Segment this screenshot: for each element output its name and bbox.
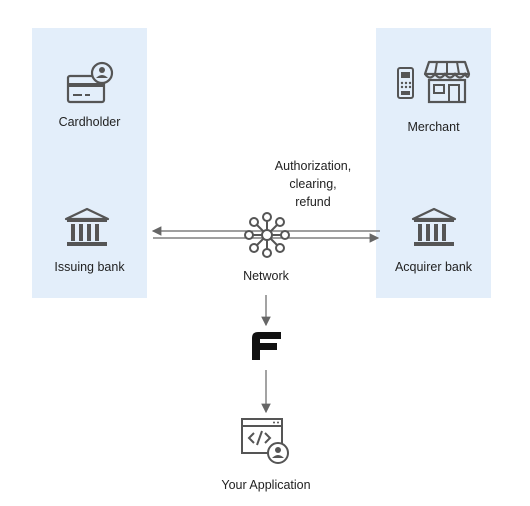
card-terminal-icon (397, 67, 414, 99)
network-label: Network (243, 269, 289, 283)
network-icon (244, 212, 290, 258)
flow-label-line: Authorization, (274, 159, 352, 173)
application-label: Your Application (221, 478, 311, 492)
brand-logo (252, 332, 281, 360)
code-window-user-icon (241, 418, 289, 464)
flow-label: Authorization, clearing, refund (258, 157, 368, 211)
issuing-bank-label: Issuing bank (54, 260, 125, 274)
flow-label-line: clearing, (289, 177, 337, 191)
bank-icon (411, 207, 457, 246)
bank-icon (64, 207, 110, 246)
merchant-label: Merchant (407, 120, 460, 134)
flow-label-line: refund (295, 195, 331, 209)
cardholder-label: Cardholder (58, 115, 121, 129)
issuer-side-panel (32, 28, 147, 298)
acquirer-bank-label: Acquirer bank (394, 260, 473, 274)
card-user-icon (66, 61, 114, 104)
storefront-icon (423, 60, 471, 104)
